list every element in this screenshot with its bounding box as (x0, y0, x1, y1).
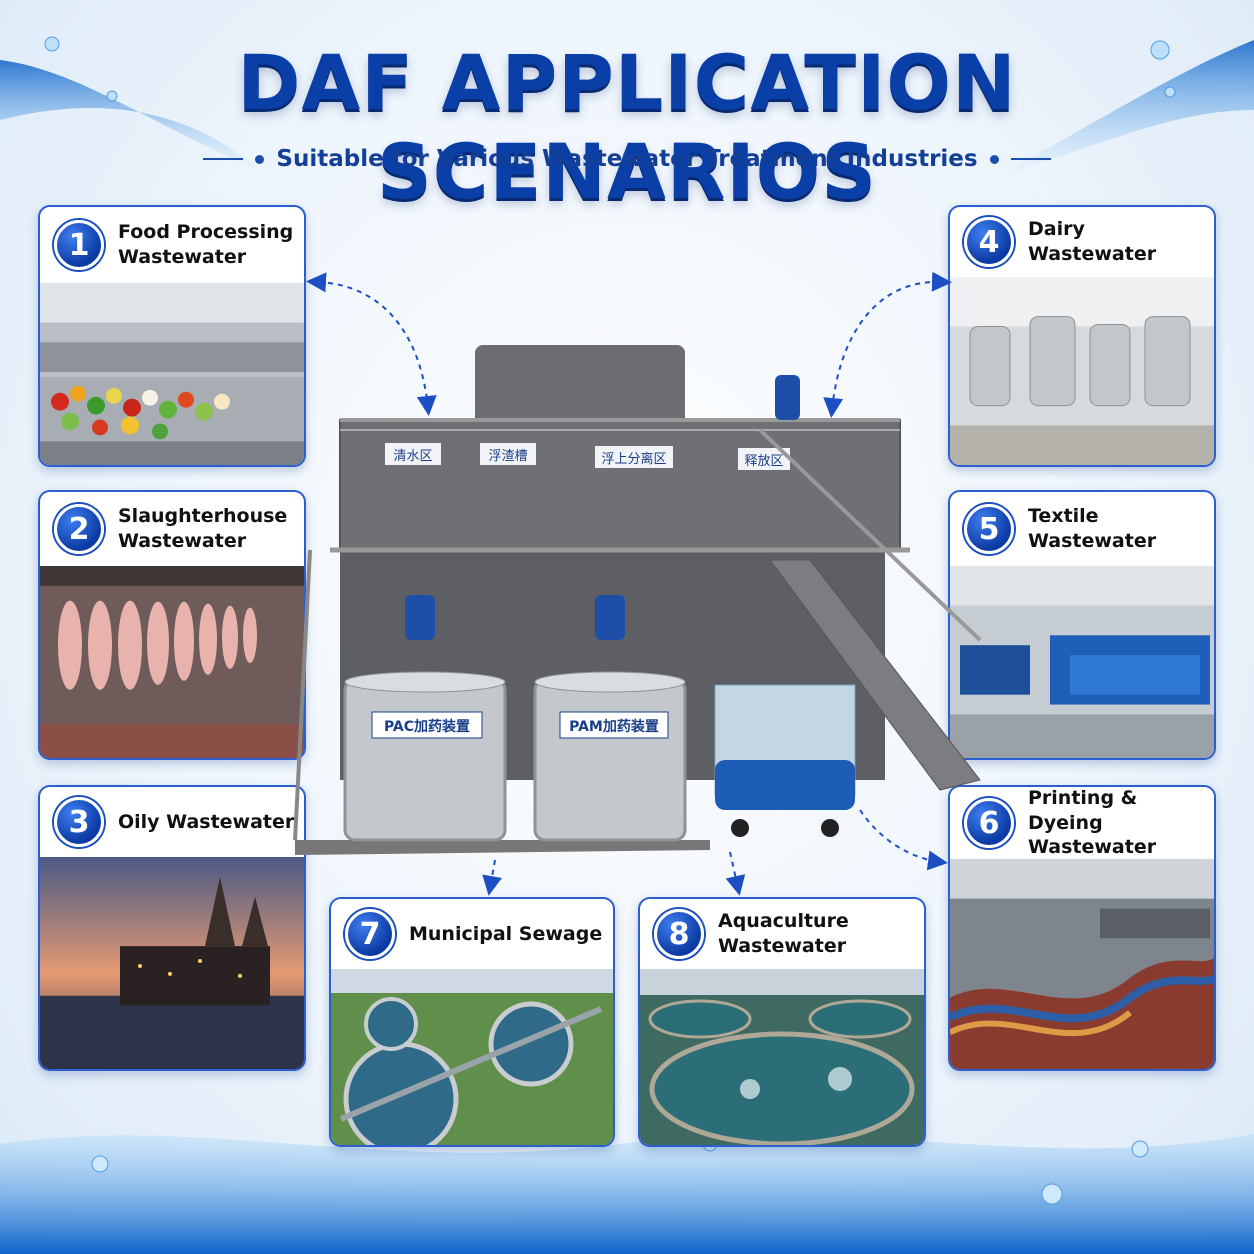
number-badge: 5 (964, 504, 1014, 554)
slaughterhouse-photo (40, 566, 304, 758)
number-badge: 8 (654, 909, 704, 959)
oil-platform-photo (40, 857, 304, 1069)
zone-label-release: 释放区 (744, 454, 783, 469)
scenario-label: Textile Wastewater (1028, 505, 1157, 552)
textile-factory-photo (950, 566, 1214, 758)
subtitle-dot-left (255, 154, 265, 164)
aquaculture-photo (640, 969, 924, 1145)
page-title: DAF APPLICATION SCENARIOS (237, 38, 1017, 216)
scenario-card-municipal: 7 Municipal Sewage (329, 897, 615, 1147)
scenario-label: Printing & Dyeing Wastewater (1028, 786, 1157, 859)
number-badge: 3 (54, 797, 104, 847)
water-wave-top (0, 36, 1254, 175)
municipal-sewage-photo (331, 969, 613, 1145)
scenario-label: Dairy Wastewater (1028, 218, 1157, 265)
subtitle-row: Suitable for Various Wastewater Treatmen… (0, 146, 1254, 172)
number-badge: 2 (54, 504, 104, 554)
scenario-label: Slaughterhouse Wastewater (118, 505, 288, 552)
zone-label-clear-water: 清水区 (393, 449, 432, 464)
scenario-label: Municipal Sewage (409, 922, 603, 945)
pac-tank-label: PAC加药装置 (384, 718, 470, 735)
scenario-label: Aquaculture Wastewater (718, 910, 849, 957)
scenario-card-textile: 5 Textile Wastewater (948, 490, 1216, 760)
number-badge: 4 (964, 217, 1014, 267)
scenario-label: Food Processing Wastewater (118, 221, 294, 268)
pam-tank-label: PAM加药装置 (569, 718, 659, 735)
number-badge: 6 (964, 798, 1014, 848)
scenario-card-slaughterhouse: 2 Slaughterhouse Wastewater (38, 490, 306, 760)
scenario-card-printing-dyeing: 6 Printing & Dyeing Wastewater (948, 785, 1216, 1071)
water-wave-bottom (0, 1134, 1254, 1254)
page-subtitle: Suitable for Various Wastewater Treatmen… (276, 146, 978, 172)
number-badge: 1 (54, 220, 104, 270)
printing-dyeing-photo (950, 859, 1214, 1069)
scenario-card-aquaculture: 8 Aquaculture Wastewater (638, 897, 926, 1147)
food-processing-photo (40, 283, 304, 465)
subtitle-divider-right (1010, 158, 1051, 160)
subtitle-divider-left (203, 158, 244, 160)
scenario-card-oily: 3 Oily Wastewater (38, 785, 306, 1071)
subtitle-dot-right (989, 154, 999, 164)
dairy-plant-photo (950, 277, 1214, 465)
zone-label-scum-tank: 浮渣槽 (488, 449, 527, 464)
scenario-label: Oily Wastewater (118, 810, 295, 833)
scenario-card-food-processing: 1 Food Processing Wastewater (38, 205, 306, 467)
daf-machine-illustration: 清水区 浮渣槽 浮上分离区 释放区 PAC加药装置 PAM加药装置 (290, 340, 990, 860)
zone-label-separation: 浮上分离区 (601, 451, 666, 467)
number-badge: 7 (345, 909, 395, 959)
scenario-card-dairy: 4 Dairy Wastewater (948, 205, 1216, 467)
